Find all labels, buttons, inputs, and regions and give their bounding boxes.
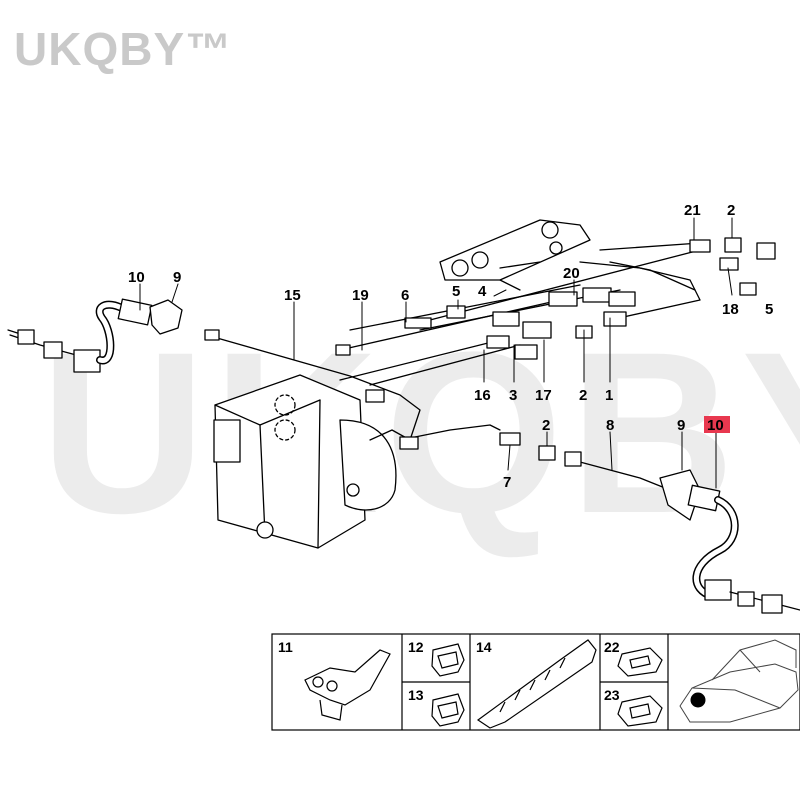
right-hose-assembly bbox=[564, 451, 800, 614]
legend-label-14: 14 bbox=[476, 639, 492, 655]
label-3: 3 bbox=[509, 387, 517, 404]
label-21: 21 bbox=[684, 202, 701, 219]
location-dot bbox=[690, 692, 706, 708]
legend-label-11: 11 bbox=[278, 639, 293, 655]
label-9: 9 bbox=[677, 417, 685, 434]
label-5: 5 bbox=[452, 283, 460, 300]
part-22-clip bbox=[617, 647, 663, 677]
legend-label-12: 12 bbox=[408, 639, 424, 655]
label-4: 4 bbox=[478, 283, 487, 300]
label-17: 17 bbox=[535, 387, 552, 404]
label-18: 18 bbox=[722, 301, 739, 318]
highlight-box bbox=[704, 416, 730, 433]
part-11-clip bbox=[304, 649, 391, 721]
legend-panel bbox=[271, 633, 800, 731]
label-15: 15 bbox=[284, 287, 301, 304]
label-5: 5 bbox=[765, 301, 773, 318]
label-16: 16 bbox=[474, 387, 491, 404]
left-hose-assembly bbox=[7, 298, 183, 373]
label-10-highlighted: 10 bbox=[707, 417, 724, 434]
legend-label-13: 13 bbox=[408, 687, 424, 703]
fittings bbox=[204, 237, 776, 461]
label-10: 10 bbox=[128, 269, 145, 286]
part-labels: 10 9 15 19 6 5 4 20 21 2 18 5 16 3 17 2 … bbox=[128, 202, 773, 491]
brand-logo-text: UKQBY™ bbox=[14, 23, 233, 75]
label-9: 9 bbox=[173, 269, 181, 286]
label-6: 6 bbox=[401, 287, 409, 304]
legend-label-22: 22 bbox=[604, 639, 620, 655]
label-1: 1 bbox=[605, 387, 613, 404]
abs-unit bbox=[213, 374, 411, 549]
part-13-clip bbox=[431, 693, 465, 727]
label-2: 2 bbox=[727, 202, 735, 219]
label-20: 20 bbox=[563, 265, 580, 282]
leader-lines bbox=[139, 217, 733, 489]
part-23-clip bbox=[617, 695, 663, 727]
legend-label-23: 23 bbox=[604, 687, 620, 703]
brake-lines bbox=[209, 242, 701, 441]
label-2: 2 bbox=[579, 387, 587, 404]
part-12-clip bbox=[431, 643, 465, 677]
master-cylinder bbox=[439, 219, 591, 291]
label-19: 19 bbox=[352, 287, 369, 304]
car-location-illustration bbox=[679, 639, 799, 723]
label-8: 8 bbox=[606, 417, 614, 434]
legend-labels: 11 12 13 14 22 23 bbox=[278, 639, 620, 703]
label-7: 7 bbox=[503, 474, 511, 491]
part-14-holder bbox=[476, 639, 597, 729]
label-2: 2 bbox=[542, 417, 550, 434]
